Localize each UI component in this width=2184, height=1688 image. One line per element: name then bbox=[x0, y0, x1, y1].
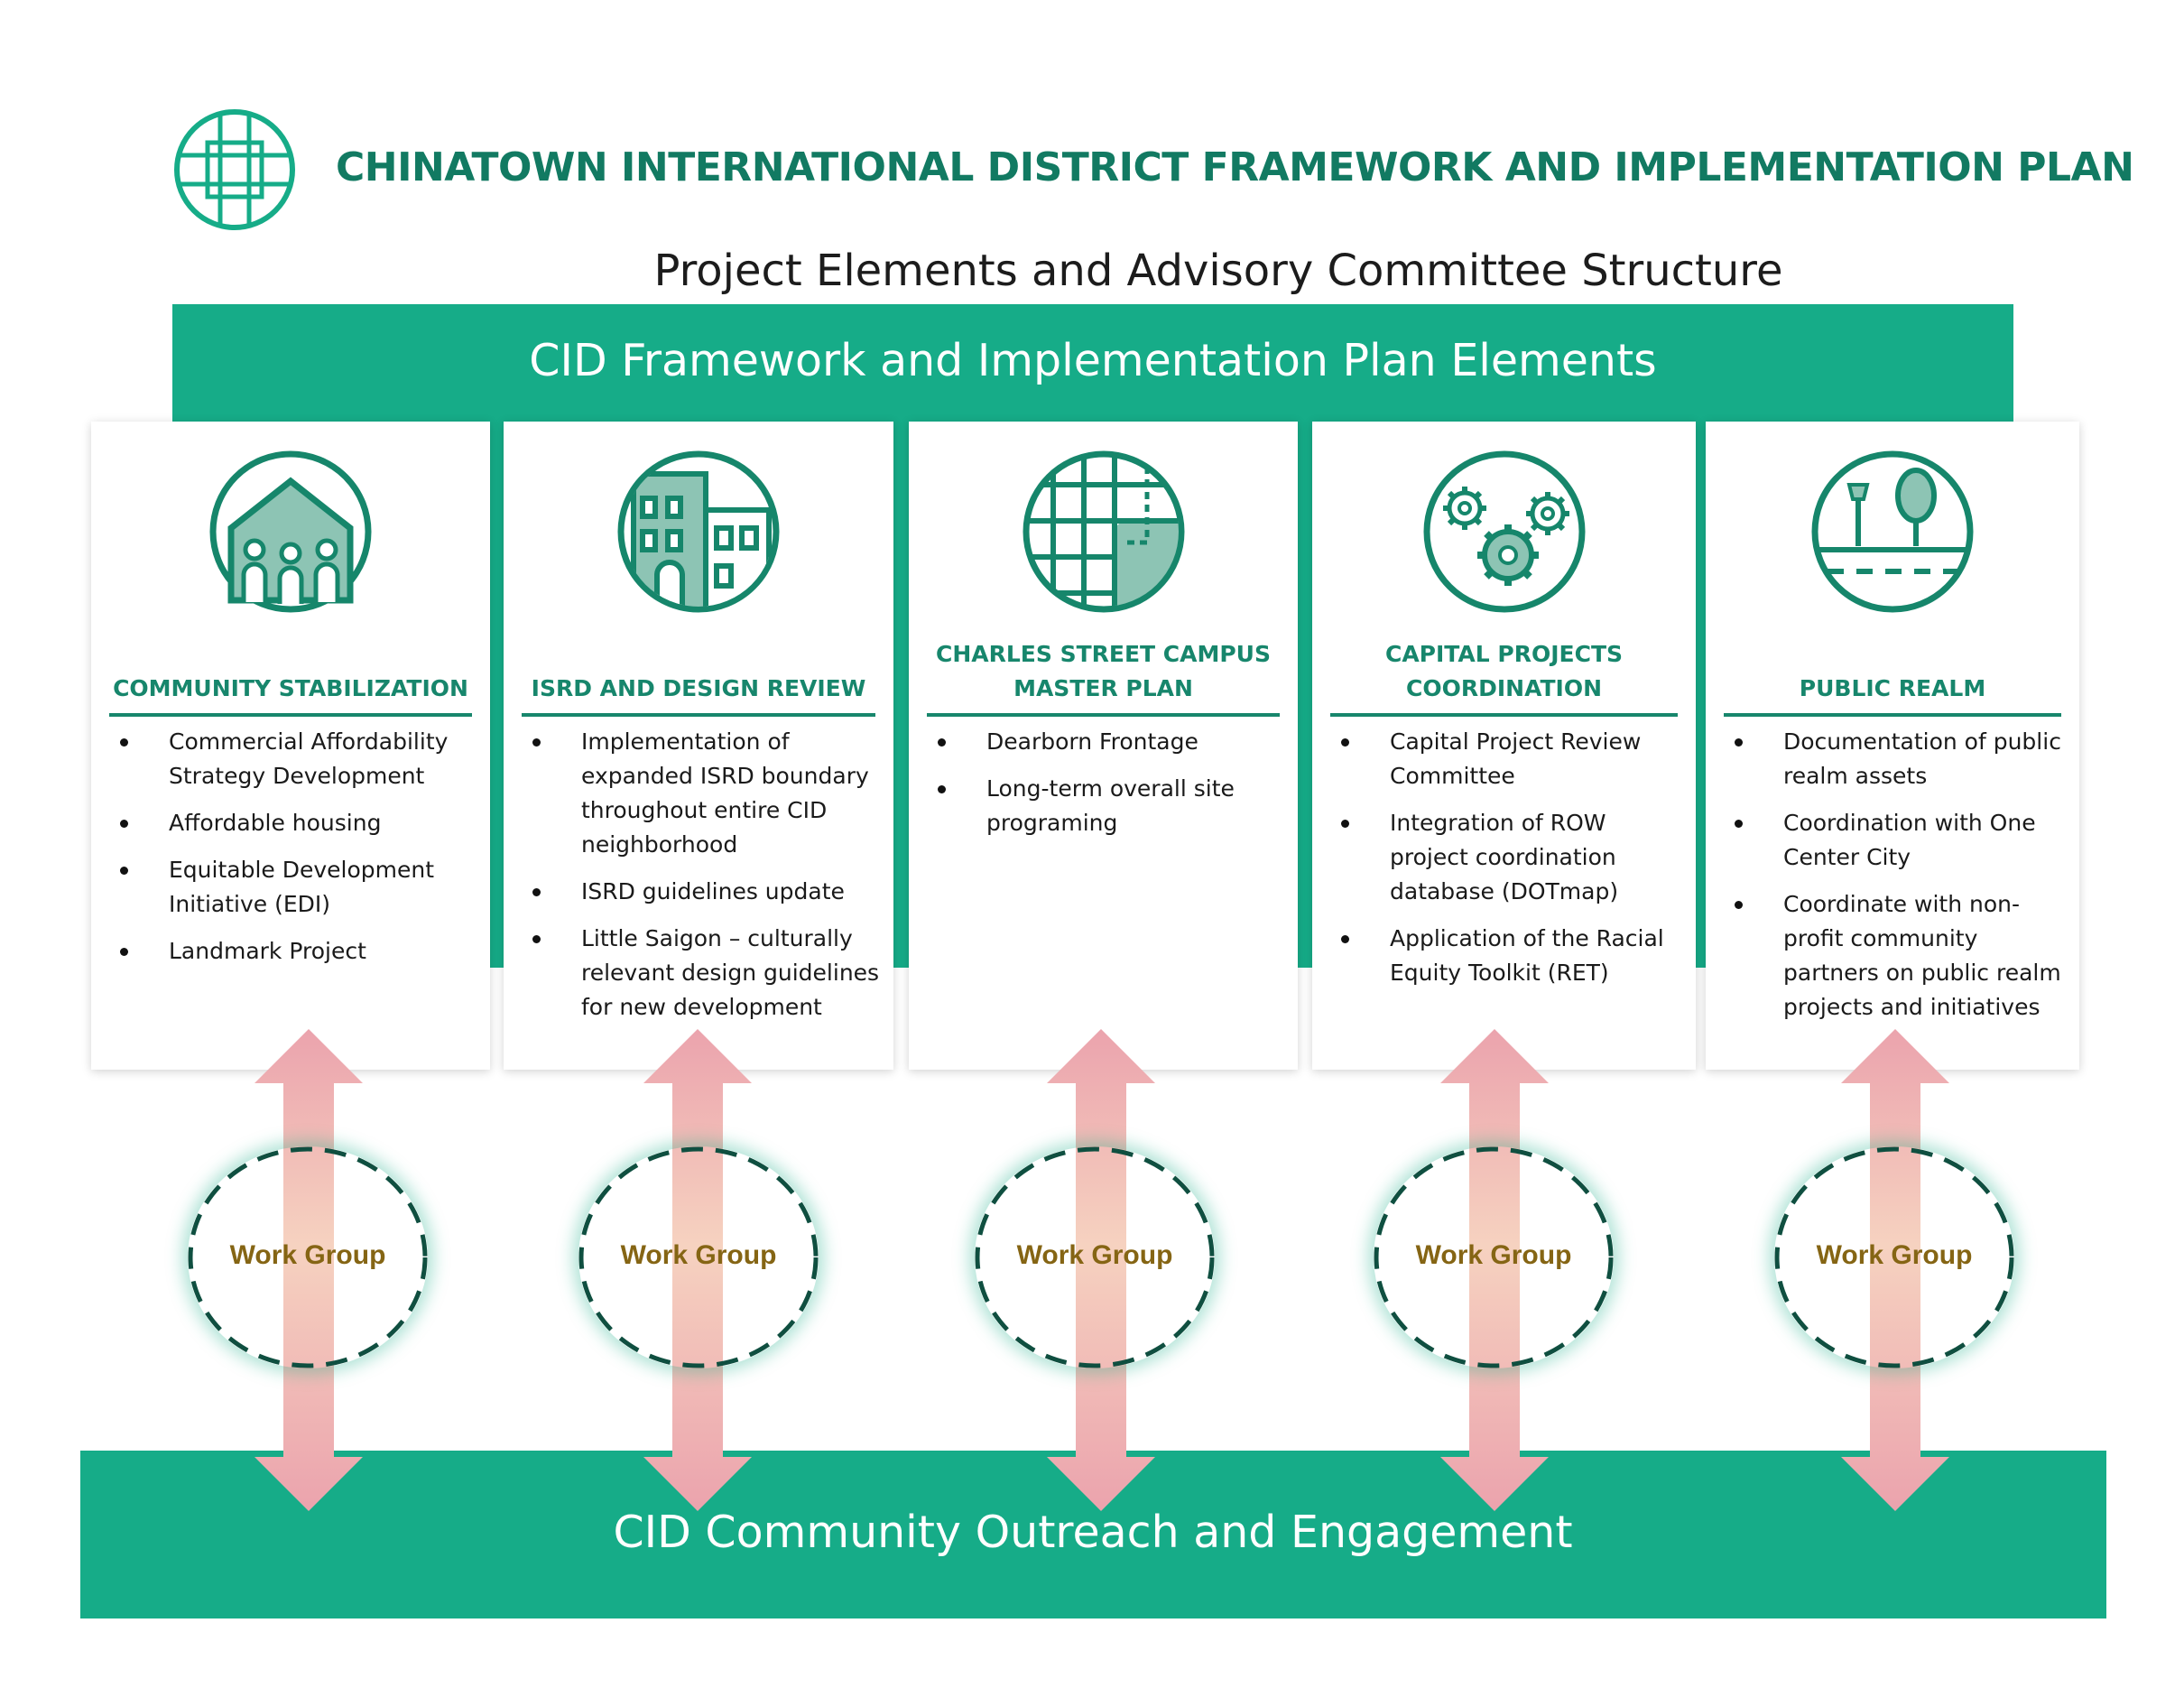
element-card-community-stabilization: COMMUNITY STABILIZATION Commercial Affor… bbox=[91, 422, 490, 1070]
element-heading: CHARLES STREET CAMPUS MASTER PLAN bbox=[927, 634, 1280, 717]
work-group-label: Work Group bbox=[229, 1240, 386, 1270]
work-group-label: Work Group bbox=[1016, 1240, 1173, 1270]
street-tree-icon bbox=[1811, 450, 1974, 613]
plan-title: CHINATOWN INTERNATIONAL DISTRICT FRAMEWO… bbox=[336, 144, 2134, 190]
element-card-public-realm: PUBLIC REALM Documentation of public rea… bbox=[1706, 422, 2079, 1070]
element-list: Implementation of expanded ISRD boundary… bbox=[522, 725, 884, 1037]
list-item: Integration of ROW project coordination … bbox=[1330, 806, 1687, 909]
list-item: Application of the Racial Equity Toolkit… bbox=[1330, 922, 1687, 990]
element-heading: COMMUNITY STABILIZATION bbox=[109, 634, 472, 717]
element-card-isrd-design-review: ISRD AND DESIGN REVIEW Implementation of… bbox=[504, 422, 893, 1070]
work-group-label: Work Group bbox=[1415, 1240, 1572, 1270]
connector-strip bbox=[487, 422, 505, 968]
element-heading: PUBLIC REALM bbox=[1724, 634, 2061, 717]
double-arrow-icon bbox=[1440, 1029, 1549, 1511]
work-group-circle: Work Group bbox=[975, 1146, 1215, 1368]
list-item: Documentation of public realm assets bbox=[1724, 725, 2070, 793]
double-arrow-icon bbox=[254, 1029, 363, 1511]
gears-icon bbox=[1423, 450, 1585, 613]
connector-strip bbox=[893, 422, 912, 968]
element-card-capital-projects: CAPITAL PROJECTS COORDINATION Capital Pr… bbox=[1312, 422, 1696, 1070]
connector-strip bbox=[1298, 422, 1316, 968]
double-arrow-icon bbox=[1841, 1029, 1949, 1511]
list-item: Long-term overall site programing bbox=[927, 772, 1289, 840]
work-group-label: Work Group bbox=[620, 1240, 777, 1270]
element-heading: ISRD AND DESIGN REVIEW bbox=[522, 634, 875, 717]
list-item: Commercial Affordability Strategy Develo… bbox=[109, 725, 481, 793]
work-group-circle: Work Group bbox=[1774, 1146, 2014, 1368]
list-item: Affordable housing bbox=[109, 806, 481, 840]
double-arrow-icon bbox=[643, 1029, 752, 1511]
element-card-charles-street-campus: CHARLES STREET CAMPUS MASTER PLAN Dearbo… bbox=[909, 422, 1298, 1070]
work-group-label: Work Group bbox=[1816, 1240, 1973, 1270]
cid-logo-icon bbox=[174, 109, 295, 230]
work-group-circle: Work Group bbox=[1374, 1146, 1614, 1368]
element-heading: CAPITAL PROJECTS COORDINATION bbox=[1330, 634, 1678, 717]
element-list: Capital Project Review Committee Integra… bbox=[1330, 725, 1687, 1003]
plan-elements-banner: CID Framework and Implementation Plan El… bbox=[172, 304, 2013, 422]
diagram-subtitle: Project Elements and Advisory Committee … bbox=[653, 246, 1783, 296]
element-list: Documentation of public realm assets Coo… bbox=[1724, 725, 2070, 1037]
double-arrow-icon bbox=[1047, 1029, 1155, 1511]
list-item: Coordinate with non-profit community par… bbox=[1724, 887, 2070, 1025]
outreach-engagement-banner-label: CID Community Outreach and Engagement bbox=[613, 1507, 1573, 1558]
community-people-icon bbox=[209, 450, 372, 613]
list-item: Little Saigon – culturally relevant desi… bbox=[522, 922, 884, 1025]
work-group-circle: Work Group bbox=[578, 1146, 819, 1368]
element-list: Dearborn Frontage Long-term overall site… bbox=[927, 725, 1289, 853]
list-item: Dearborn Frontage bbox=[927, 725, 1289, 759]
list-item: Landmark Project bbox=[109, 934, 481, 969]
element-list: Commercial Affordability Strategy Develo… bbox=[109, 725, 481, 981]
plan-elements-banner-label: CID Framework and Implementation Plan El… bbox=[529, 335, 1657, 386]
site-map-icon bbox=[1023, 450, 1184, 613]
list-item: Equitable Development Initiative (EDI) bbox=[109, 853, 481, 922]
list-item: Coordination with One Center City bbox=[1724, 806, 2070, 875]
list-item: ISRD guidelines update bbox=[522, 875, 884, 909]
buildings-icon bbox=[617, 450, 780, 613]
work-group-circle: Work Group bbox=[188, 1146, 428, 1368]
list-item: Implementation of expanded ISRD boundary… bbox=[522, 725, 884, 862]
list-item: Capital Project Review Committee bbox=[1330, 725, 1687, 793]
